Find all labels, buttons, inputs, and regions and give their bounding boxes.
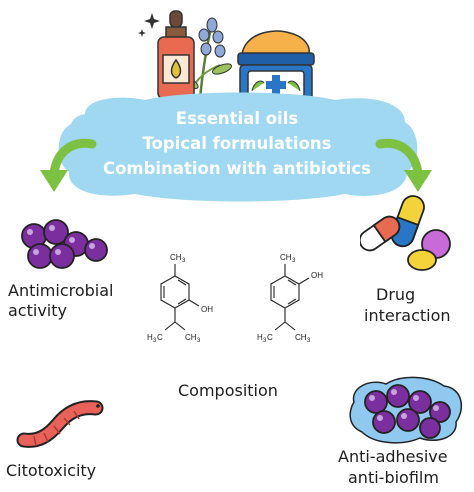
arrow-right-icon bbox=[375, 138, 432, 192]
worm-icon bbox=[16, 400, 104, 448]
pills-capsules-icon bbox=[360, 195, 451, 271]
top-illustration bbox=[138, 10, 315, 104]
cytotoxicity-label: Citotoxicity bbox=[6, 461, 97, 480]
composition-label: Composition bbox=[178, 381, 278, 400]
svg-text:3: 3 bbox=[307, 338, 311, 344]
svg-text:C: C bbox=[157, 333, 163, 342]
carvacrol-h3c: H bbox=[257, 333, 263, 342]
cloud-line-3: Combination with antibiotics bbox=[102, 159, 371, 178]
molecule-structure-icon: CH 3 OH H 3 C CH 3 CH 3 OH H 3 C CH 3 bbox=[147, 253, 323, 344]
antimicrobial-label-2: activity bbox=[8, 301, 67, 320]
antimicrobial-label-1: Antimicrobial bbox=[8, 281, 114, 300]
carvacrol-ch3-2: CH bbox=[295, 333, 307, 342]
essential-oil-bottle-icon bbox=[157, 10, 195, 100]
svg-text:3: 3 bbox=[292, 258, 296, 264]
cloud-line-1: Essential oils bbox=[175, 109, 299, 128]
anti-adhesive-label-2: anti-biofilm bbox=[348, 468, 439, 487]
carvacrol-structure bbox=[270, 264, 310, 331]
svg-text:3: 3 bbox=[263, 338, 267, 344]
cream-jar-icon bbox=[237, 30, 315, 104]
thymol-oh: OH bbox=[201, 305, 213, 314]
svg-text:3: 3 bbox=[153, 338, 157, 344]
svg-text:C: C bbox=[267, 333, 273, 342]
thymol-ch3-2: CH bbox=[185, 333, 197, 342]
carvacrol-oh: OH bbox=[311, 271, 323, 280]
center-cloud bbox=[58, 92, 418, 202]
sparkle-icon bbox=[138, 13, 160, 37]
svg-text:3: 3 bbox=[197, 338, 201, 344]
thymol-h3c: H bbox=[147, 333, 153, 342]
thymol-ch3: CH bbox=[170, 253, 182, 262]
thymol-structure bbox=[160, 264, 200, 331]
arrow-left-icon bbox=[40, 138, 97, 192]
drug-interaction-label-1: Drug bbox=[376, 285, 416, 304]
biofilm-icon bbox=[349, 376, 463, 444]
drug-interaction-label-2: interaction bbox=[364, 306, 451, 325]
carvacrol-ch3: CH bbox=[280, 253, 292, 262]
bacteria-cluster-icon bbox=[21, 219, 108, 269]
cloud-line-2: Topical formulations bbox=[142, 134, 332, 153]
svg-text:3: 3 bbox=[182, 258, 186, 264]
anti-adhesive-label-1: Anti-adhesive bbox=[338, 447, 448, 466]
